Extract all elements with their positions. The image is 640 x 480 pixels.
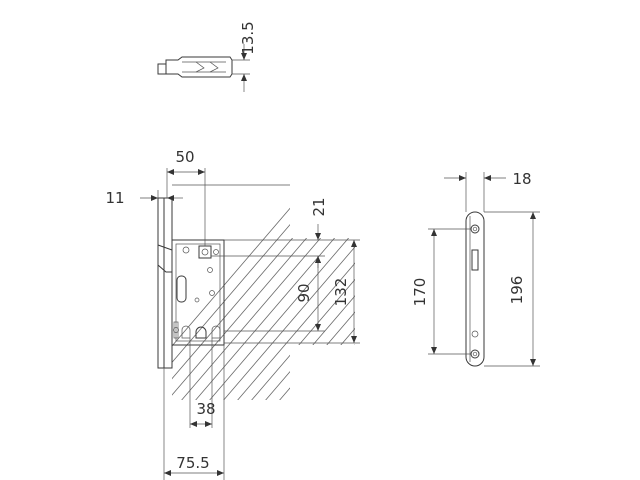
- hatch-line: [347, 185, 355, 400]
- hatch-line: [263, 185, 355, 400]
- dim-backset: 50: [175, 148, 194, 166]
- dim-top-offset: 21: [310, 197, 328, 216]
- hatch-line: [193, 185, 355, 400]
- hatch-line: [544, 150, 640, 480]
- hatch-line: [586, 150, 640, 480]
- hatch-line: [376, 150, 640, 480]
- hatch-line: [404, 150, 640, 480]
- hatch-line: [172, 185, 355, 400]
- dim-cylinder-offset: 38: [196, 400, 215, 418]
- lock-body: [157, 184, 290, 369]
- door-hatching: [172, 150, 640, 480]
- hatch-line: [207, 185, 355, 400]
- dim-faceplate-offset: 11: [105, 189, 124, 207]
- hatch-line: [172, 185, 341, 400]
- hatch-line: [305, 185, 355, 400]
- hatch-line: [172, 185, 355, 400]
- hatch-line: [291, 185, 355, 400]
- hatch-line: [172, 185, 355, 400]
- hatch-line: [172, 185, 355, 400]
- hatch-line: [249, 185, 355, 400]
- hatch-line: [221, 185, 355, 400]
- hatch-line: [235, 185, 355, 400]
- dim-handle-to-cylinder: 90: [295, 283, 313, 302]
- hatch-line: [488, 150, 640, 480]
- hatch-line: [572, 150, 640, 480]
- bolt-detail: 13.5: [157, 21, 257, 92]
- hatch-line: [502, 150, 640, 480]
- strike-plate: [465, 211, 485, 367]
- dim-strike-hole-spacing: 170: [411, 278, 429, 307]
- hatch-line: [172, 185, 355, 400]
- hatch-line: [530, 150, 640, 480]
- dim-bolt-height: 13.5: [239, 21, 257, 54]
- dim-strike-width: 18: [512, 170, 531, 188]
- hatch-line: [558, 150, 640, 480]
- hatch-line: [460, 150, 640, 480]
- hatch-line: [362, 150, 640, 480]
- hatch-line: [432, 150, 640, 480]
- hatch-line: [418, 150, 640, 480]
- hatch-line: [172, 185, 355, 400]
- dim-body-depth: 75.5: [176, 454, 209, 472]
- hatch-line: [446, 150, 640, 480]
- strike-dimensions: 18 170 196: [411, 170, 540, 367]
- lock-dimensions: 50 11 21 90 132 38 75.5: [105, 148, 360, 480]
- hatch-line: [474, 150, 640, 480]
- hatch-line: [390, 150, 640, 480]
- hatch-line: [179, 185, 355, 400]
- hatch-line: [516, 150, 640, 480]
- dim-body-height: 132: [332, 278, 350, 307]
- hatch-line: [172, 185, 355, 400]
- dim-strike-length: 196: [508, 276, 526, 305]
